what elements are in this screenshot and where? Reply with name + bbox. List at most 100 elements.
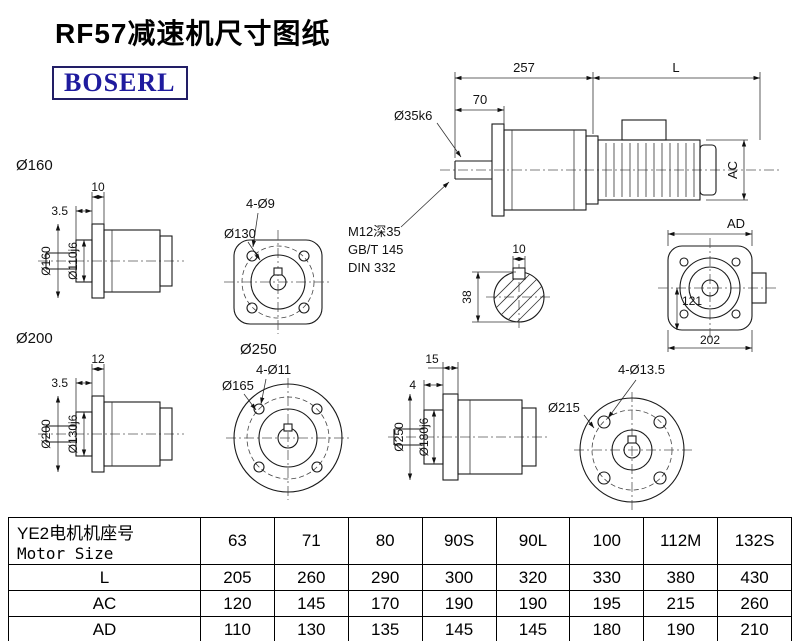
row-label: AC [8, 590, 201, 617]
flange-250-bc-label: Ø165 [222, 378, 254, 393]
table-header-label: YE2电机机座号 Motor Size [8, 517, 201, 565]
view-200-dim-spigot: Ø130j6 [66, 412, 87, 456]
view-250-step [521, 407, 537, 467]
dim-shaft-dia: Ø35k6 [394, 108, 462, 158]
table-cell: 135 [347, 616, 423, 641]
brand-logo-text: BOSERL [64, 68, 176, 97]
view-200-shaft [45, 425, 76, 443]
tap-note-label: M12深35 [348, 224, 401, 239]
table-header-label-en: Motor Size [17, 544, 114, 563]
table-header-row: YE2电机机座号 Motor Size 63 71 80 90S 90L 100… [8, 517, 792, 565]
size-col-header: 63 [200, 517, 275, 565]
dim-70-label: 70 [473, 92, 487, 107]
dim-121: 121 [674, 288, 702, 330]
table-row-AD: AD 110 130 135 145 145 180 190 210 [8, 616, 792, 641]
fan-cover [699, 144, 717, 196]
input-shaft [454, 160, 492, 180]
view-200-step [159, 407, 173, 461]
row-label: AD [8, 616, 201, 641]
size-col-header: 71 [273, 517, 349, 565]
table-cell: 145 [421, 616, 497, 641]
row-label: L [8, 564, 201, 591]
view-200-dim-width-label: 12 [91, 352, 105, 366]
dim-121-label: 121 [682, 294, 702, 308]
flange-250-outline [233, 383, 343, 493]
view-160-dim-step-label: 3.5 [51, 204, 68, 218]
page-title: RF57减速机尺寸图纸 [55, 18, 331, 49]
terminal-box [621, 119, 667, 141]
view-250-dim-flange-label: Ø250 [392, 422, 406, 452]
table-cell: 195 [569, 590, 645, 617]
view-160-title: Ø160 [16, 157, 53, 174]
view-200-title: Ø200 [16, 330, 53, 347]
view-160-dim-flange: Ø160 [39, 224, 61, 298]
flange-250-view: Ø250 4-Ø11 Ø165 [222, 341, 350, 500]
main-assembly-view: 257 L 70 Ø35k6 AC M12深35 G [348, 60, 782, 275]
dim-key-width: 10 [512, 242, 526, 268]
view-200-dim-flange: Ø200 [39, 396, 61, 472]
table-cell: 190 [421, 590, 497, 617]
table-cell: 380 [643, 564, 719, 591]
table-row-AC: AC 120 145 170 190 190 195 215 260 [8, 590, 792, 617]
table-cell: 300 [421, 564, 497, 591]
flange-250-title: Ø250 [240, 341, 277, 358]
flange-130-holes-label: 4-Ø9 [246, 196, 275, 211]
flange-215-keyway [627, 435, 637, 444]
shaft-section-hatch [493, 271, 545, 323]
view-250-dim-flange: Ø250 [392, 394, 413, 480]
view-200: Ø200 12 3.5 Ø200 Ø130j6 [16, 330, 184, 473]
dim-AC-label: AC [725, 161, 740, 179]
view-200-dim-step: 3.5 [51, 376, 92, 412]
std-note1-label: GB/T 145 [348, 242, 403, 257]
table-cell: 430 [717, 564, 792, 591]
table-cell: 170 [347, 590, 423, 617]
table-cell: 130 [273, 616, 349, 641]
size-col-header: 112M [643, 517, 719, 565]
view-160-dim-flange-label: Ø160 [39, 246, 53, 276]
view-200-dim-step-label: 3.5 [51, 376, 68, 390]
flange-215-outline [579, 397, 685, 503]
dim-shaft-38: 38 [460, 271, 516, 323]
table-cell: 320 [495, 564, 571, 591]
motor-ribs [605, 143, 695, 197]
size-col-header: 90L [495, 517, 571, 565]
table-cell: 120 [200, 590, 275, 617]
size-col-header: 132S [717, 517, 792, 565]
size-col-header: 90S [421, 517, 497, 565]
flange-130-spigot-circle [250, 254, 306, 310]
shaft-dia-label: Ø35k6 [394, 108, 432, 123]
dim-L-label: L [672, 60, 679, 75]
table-header-label-cn: YE2电机机座号 [17, 524, 135, 543]
view-250-dim-step-label: 4 [409, 378, 416, 392]
flange-250-holes-label: 4-Ø11 [256, 362, 291, 377]
view-200-dim-flange-label: Ø200 [39, 419, 53, 449]
flange-250-bolt-circle [246, 396, 330, 480]
view-250-dim-width: 15 [425, 352, 459, 394]
table-cell: 145 [273, 590, 349, 617]
std-note2-label: DIN 332 [348, 260, 396, 275]
table-cell: 180 [569, 616, 645, 641]
view-200-dim-spigot-label: Ø130j6 [66, 414, 80, 453]
shaft-keyway [512, 267, 526, 280]
flange-215-dia-label: Ø215 [548, 400, 580, 415]
flange-130-bc-label: Ø130 [224, 226, 256, 241]
table-cell: 210 [717, 616, 792, 641]
table-cell: 260 [717, 590, 792, 617]
view-200-dim-width: 12 [91, 352, 105, 396]
dim-AD: AD [667, 216, 753, 246]
dim-AD-label: AD [727, 216, 745, 231]
dim-shaft-38-label: 38 [460, 290, 474, 304]
dim-AC: AC [706, 139, 748, 201]
drawing-canvas: 257 L 70 Ø35k6 AC M12深35 G [16, 60, 782, 510]
motor-size-table: YE2电机机座号 Motor Size 63 71 80 90S 90L 100… [8, 517, 792, 641]
view-160-step [159, 235, 173, 287]
table-cell: 215 [643, 590, 719, 617]
dim-257-label: 257 [513, 60, 535, 75]
flange-215-bolt-circle [591, 409, 673, 491]
brand-logo: BOSERL [52, 66, 188, 100]
motor-body [597, 139, 701, 201]
dim-70: 70 [455, 92, 505, 124]
view-250: 15 4 Ø250 Ø180j6 [388, 352, 548, 481]
table-cell: 205 [200, 564, 275, 591]
tap-notes: M12深35 GB/T 145 DIN 332 [348, 181, 450, 275]
